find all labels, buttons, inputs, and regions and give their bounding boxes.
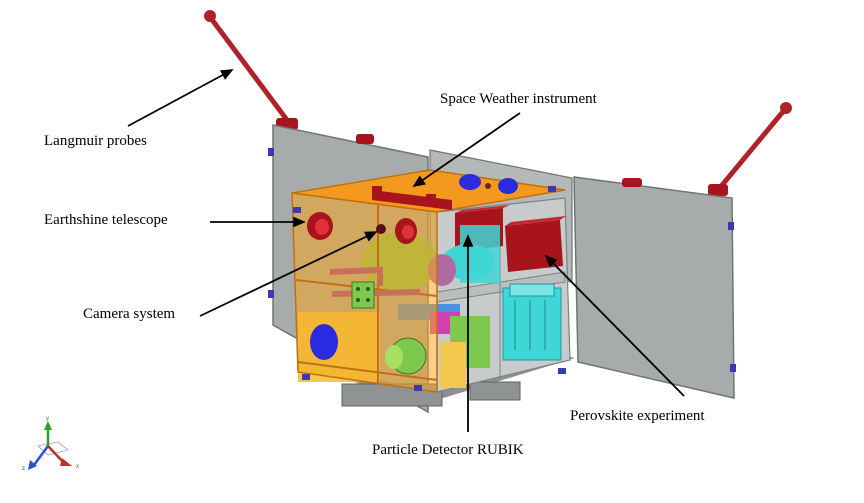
langmuir-probe-right — [708, 102, 792, 196]
label-camera-system: Camera system — [83, 306, 176, 322]
label-langmuir-probes: Langmuir probes — [44, 133, 147, 149]
space-weather-arrow — [412, 112, 521, 188]
cyan-electronics — [442, 225, 562, 361]
perovskite-box-2 — [505, 216, 566, 272]
label-rubik: Particle Detector RUBIK — [372, 442, 524, 458]
pointer-arrows — [127, 69, 685, 432]
axis-triad: y x z — [22, 416, 79, 472]
solar-panel-right — [558, 176, 736, 399]
label-space-weather: Space Weather instrument — [440, 91, 597, 107]
langmuir-arrow — [127, 69, 234, 127]
axis-z-label: z — [22, 466, 25, 472]
axis-y-label: y — [46, 416, 49, 422]
langmuir-probe-left — [204, 10, 298, 130]
label-perovskite: Perovskite experiment — [570, 408, 705, 424]
camera-arrow — [199, 231, 378, 317]
axis-x-label: x — [76, 464, 79, 470]
satellite-body — [291, 169, 566, 393]
perovskite-arrow — [544, 254, 685, 397]
label-earthshine-telescope: Earthshine telescope — [44, 212, 168, 228]
